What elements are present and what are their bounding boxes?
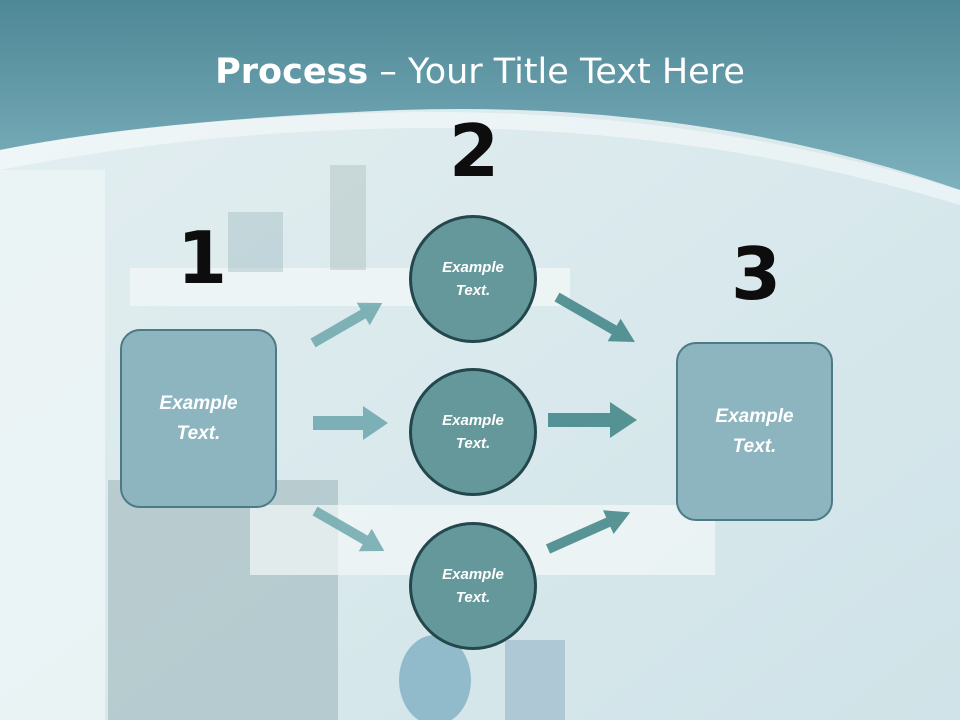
node-c-text-line-1: Example <box>442 565 504 583</box>
glass-jar <box>228 212 283 272</box>
arrow-node-a-to-3 <box>554 292 635 342</box>
arrow-node-b-to-3 <box>548 402 637 438</box>
step-2-node-a: Example Text. <box>409 215 537 343</box>
node-a-text-line-1: Example <box>442 258 504 276</box>
step-1-text: Example Text. <box>159 389 237 448</box>
step-2-node-c: Example Text. <box>409 522 537 650</box>
arrow-1-to-node-c <box>312 506 385 552</box>
step-number-3: 3 <box>731 232 782 316</box>
node-b-text-line-2: Text. <box>455 435 491 452</box>
step-2-node-b: Example Text. <box>409 368 537 496</box>
node-a-text-line-2: Text. <box>455 282 491 299</box>
arrow-1-to-node-b <box>313 406 388 440</box>
left-wall-panel <box>0 170 105 720</box>
title-rest: – Your Title Text Here <box>368 52 745 92</box>
step-1-box: Example Text. <box>120 329 277 508</box>
step-1-text-line-1: Example <box>159 393 238 415</box>
step-3-text-line-2: Text. <box>732 435 777 457</box>
blue-vase <box>399 635 471 720</box>
step-3-text: Example Text. <box>715 402 793 461</box>
step-3-text-line-1: Example <box>715 406 794 428</box>
node-b-text-line-1: Example <box>442 411 504 429</box>
step-number-1: 1 <box>177 216 228 300</box>
glass-bowl <box>505 640 565 720</box>
step-1-text-line-2: Text. <box>176 422 221 444</box>
slide-title: Process – Your Title Text Here <box>0 52 960 92</box>
arrow-node-c-to-3 <box>545 510 631 554</box>
step-3-box: Example Text. <box>676 342 833 521</box>
node-c-text-line-2: Text. <box>455 589 491 606</box>
header-swoosh <box>0 111 960 205</box>
header-band <box>0 0 960 190</box>
step-number-2: 2 <box>449 109 500 193</box>
title-bold: Process <box>215 52 369 92</box>
arrow-1-to-node-a <box>310 302 383 348</box>
vase-tall <box>330 165 366 270</box>
